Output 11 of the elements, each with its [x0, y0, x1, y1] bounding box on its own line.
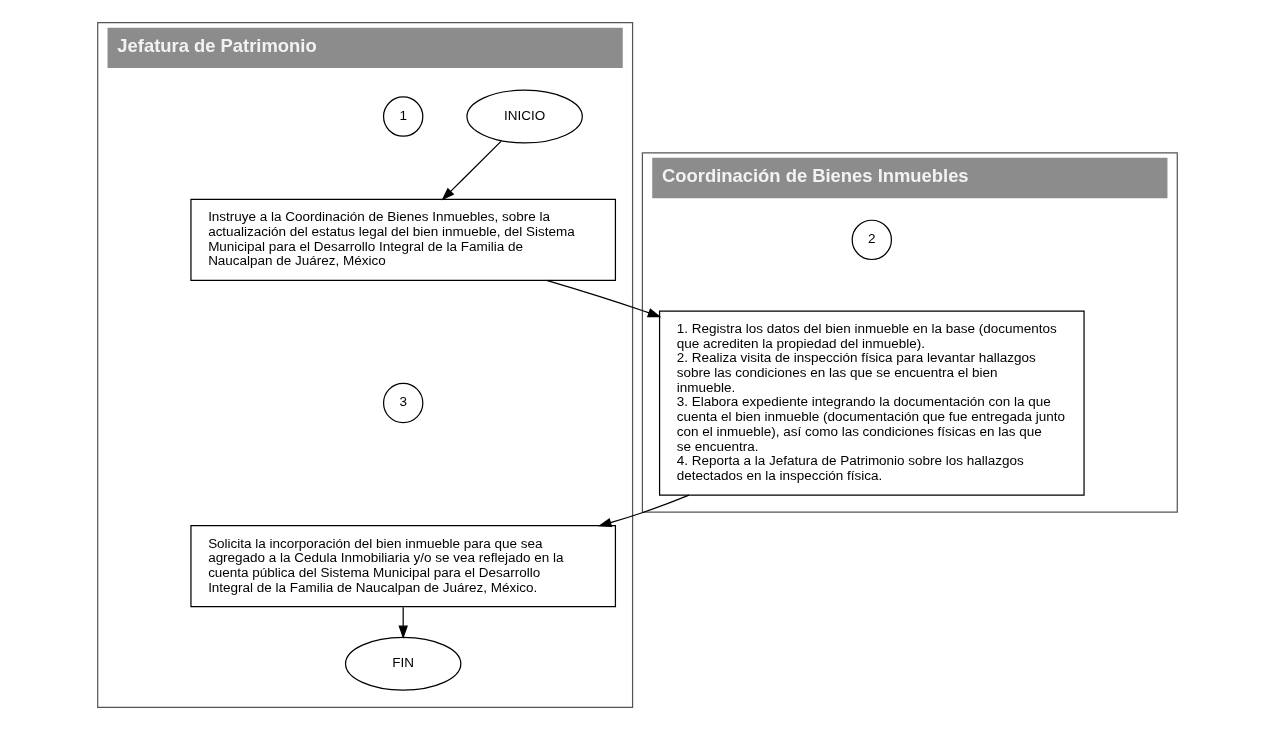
- arrow: [398, 606, 408, 640]
- arrow: [546, 279, 662, 318]
- node-ellipse: FIN: [344, 636, 462, 691]
- node-circle: 3: [382, 382, 424, 424]
- node-ellipse: INICIO: [466, 89, 583, 144]
- arrow: [441, 140, 502, 201]
- node-box: Solicita la incorporación del bien inmueble para que sea agregado a la Cedula Inmobiliaria y/o se vea reflejado en la cuenta pública del Sistema Municipal para el Desarrollo Integral de la Familia de Naucalpan de Juárez, México.: [190, 525, 617, 608]
- node-box: 1. Registra los datos del bien inmueble en la base (documentos que acrediten la propiedad del inmueble). 2. Realiza visita de inspección física para levantar hallazgos sobre las condiciones en las que se encuentra el bien inmueble. 3. Elabora expediente integrando la documentación con la que cuenta el bien inmueble (documentación que fue entregada junto con el inmueble), así como las condiciones físicas en las que se encuentra. 4. Reporta a la Jefatura de Patrimonio sobre los hallazgos detectados en la inspección física.: [658, 310, 1085, 496]
- node-circle: 1: [382, 96, 424, 137]
- node-box: Instruye a la Coordinación de Bienes Inmuebles, sobre la actualización del estatus legal del bien inmueble, del Sistema Municipal para el Desarrollo Integral de la Familia de Naucalpan de Juárez, México: [190, 198, 617, 281]
- node-circle: 2: [851, 219, 893, 261]
